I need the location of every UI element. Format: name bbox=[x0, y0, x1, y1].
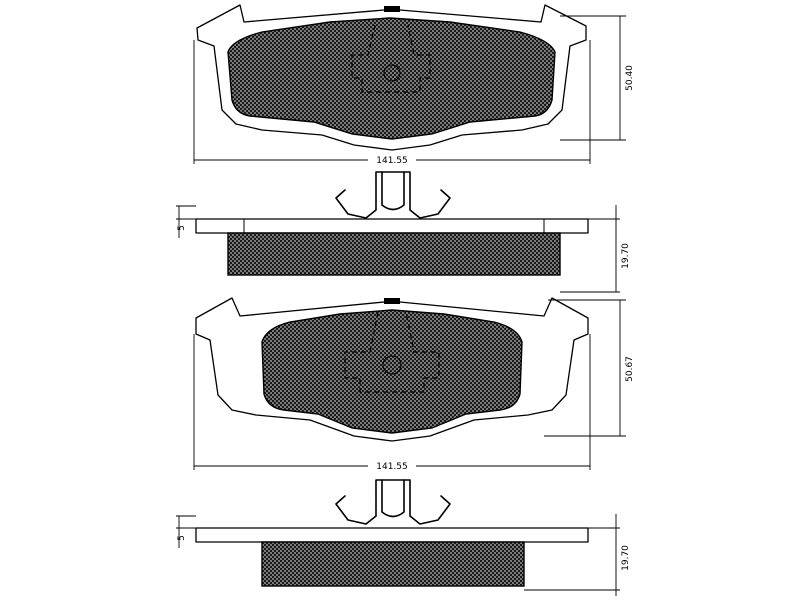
pad-1-clip-loop bbox=[381, 171, 405, 211]
pad-2-side-friction bbox=[261, 541, 525, 587]
pad-2-wear-indicator-tab bbox=[384, 298, 400, 304]
pad-2-total-thickness-label: 19.70 bbox=[621, 545, 631, 571]
pad-1-total-thickness-dimension: 19.70 bbox=[560, 205, 631, 293]
pad-2-side-backing-plate bbox=[195, 527, 589, 543]
pad-1-center-feature bbox=[351, 24, 431, 93]
pad-1-side-backing-plate bbox=[195, 218, 589, 234]
pad-2-center-feature bbox=[344, 311, 440, 393]
pad-1-friction-material bbox=[227, 17, 556, 140]
pad-2-clip-loop bbox=[381, 479, 405, 518]
pad-2-side-view: 5 19.70 bbox=[176, 479, 631, 596]
pad-2-total-thickness-dimension: 19.70 bbox=[524, 514, 631, 596]
pad-1-total-thickness-label: 19.70 bbox=[621, 243, 631, 269]
pad-1-side-friction bbox=[227, 232, 561, 276]
pad-2-spring-clip bbox=[335, 479, 451, 525]
pad-1-spring-clip bbox=[335, 171, 451, 219]
pad-1-width-dimension: 141.55 bbox=[193, 40, 591, 166]
pad-2-friction-material bbox=[261, 309, 523, 434]
pad-2-front-view: 50.67 141.55 bbox=[193, 297, 635, 472]
pad-1-side-view: 5 19.70 bbox=[176, 171, 631, 293]
pad-2-height-dimension: 50.67 bbox=[544, 299, 635, 437]
pad-2-width-dimension: 141.55 bbox=[193, 334, 591, 472]
pad-1-wear-indicator-tab bbox=[384, 6, 400, 12]
pad-1-height-dimension: 50.40 bbox=[560, 15, 635, 141]
pad-1-edge-thickness-label: 5 bbox=[177, 225, 187, 231]
pad-2-height-label: 50.67 bbox=[625, 356, 635, 382]
pad-2-edge-thickness-label: 5 bbox=[177, 535, 187, 541]
pad-2-edge-thickness-dimension: 5 bbox=[176, 515, 196, 548]
pad-1-front-view: 50.40 141.55 bbox=[193, 4, 635, 166]
pad-2-width-label: 141.55 bbox=[376, 462, 408, 472]
pad-1-edge-thickness-dimension: 5 bbox=[176, 205, 196, 238]
pad-1-width-label: 141.55 bbox=[376, 156, 408, 166]
pad-1-height-label: 50.40 bbox=[625, 65, 635, 91]
pad-1-center-circle bbox=[383, 64, 401, 82]
pad-2-center-circle bbox=[382, 355, 402, 375]
